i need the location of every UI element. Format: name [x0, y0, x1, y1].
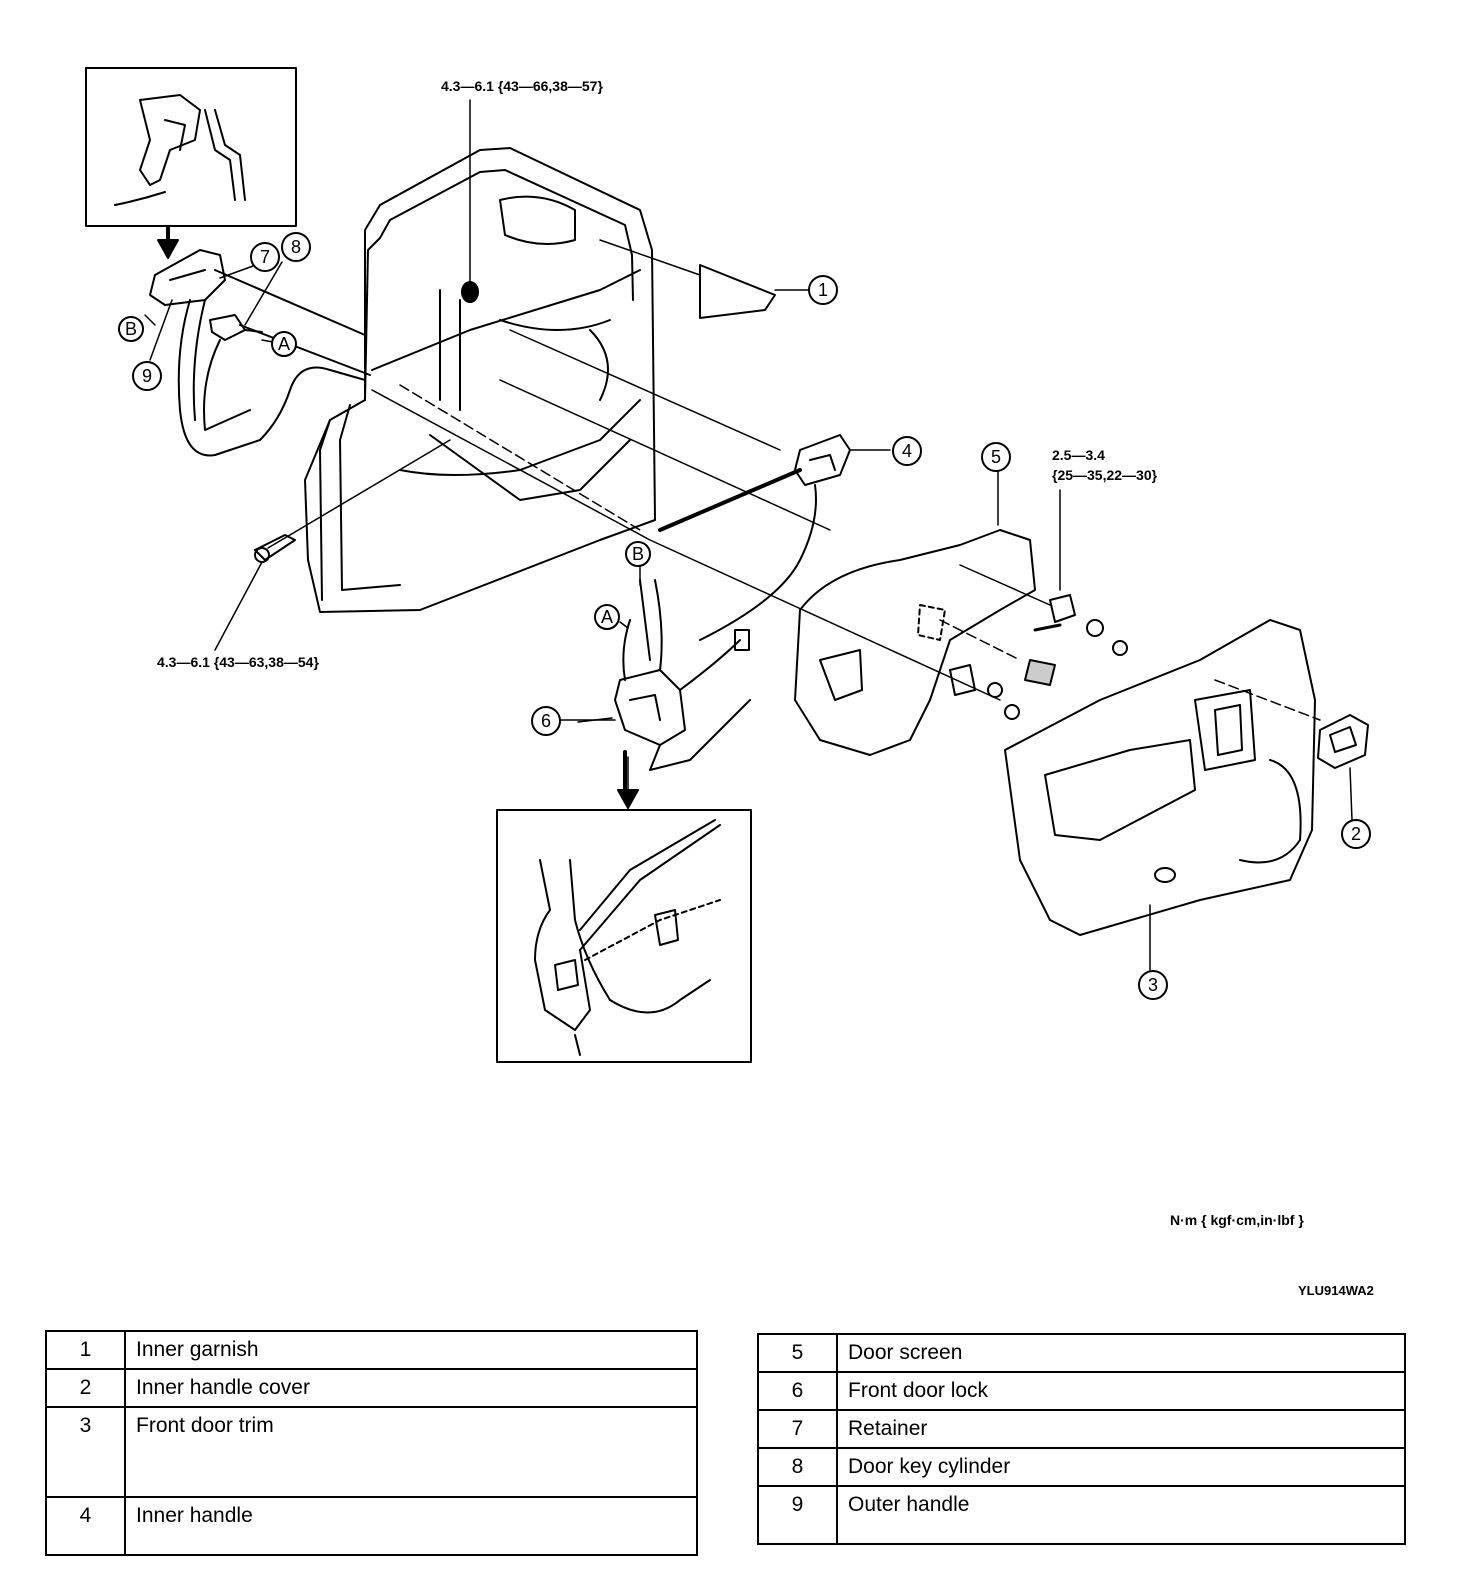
- callout-b-left-label: B: [125, 319, 137, 339]
- callout-5: [981, 442, 1011, 472]
- part-name: Retainer: [836, 1409, 1406, 1449]
- part-number: 6: [757, 1371, 838, 1411]
- part-number: 5: [757, 1333, 838, 1373]
- assembly-guide-lines: [267, 239, 1321, 721]
- unit-note: N·m { kgf·cm,in·lbf }: [1170, 1212, 1304, 1228]
- table-row: 3 Front door trim: [45, 1406, 698, 1498]
- part-name: Door key cylinder: [836, 1447, 1406, 1487]
- exploded-door-diagram: 1 2 3 4 5 6 7 8 9 A A B B 4.3—6.1 {43—66…: [85, 67, 1371, 1063]
- callout-7: [250, 242, 280, 272]
- callout-a-bottom-label: A: [601, 607, 613, 627]
- callout-9-label: 9: [142, 366, 152, 386]
- callout-9: [132, 361, 162, 391]
- callout-3-label: 3: [1148, 975, 1158, 995]
- table-row: 8 Door key cylinder: [757, 1447, 1406, 1487]
- part-name: Inner handle: [124, 1496, 698, 1556]
- part-name: Front door trim: [124, 1406, 698, 1498]
- inset-door-lock: [157, 239, 752, 1063]
- callout-1-label: 1: [818, 280, 828, 300]
- part-name: Door screen: [836, 1333, 1406, 1373]
- door-lock-part: [559, 579, 751, 792]
- callout-b-left: [118, 316, 144, 342]
- callout-1: [808, 275, 838, 305]
- parts-table-right: 5 Door screen 6 Front door lock 7 Retain…: [757, 1333, 1406, 1545]
- part-name: Front door lock: [836, 1371, 1406, 1411]
- table-row: 4 Inner handle: [45, 1496, 698, 1556]
- callout-4-label: 4: [902, 441, 912, 461]
- part-number: 9: [757, 1485, 838, 1545]
- part-name: Outer handle: [836, 1485, 1406, 1545]
- torque-label-top: 4.3—6.1 {43—66,38—57}: [441, 78, 603, 94]
- figure-code: YLU914WA2: [1298, 1283, 1374, 1298]
- part-number: 8: [757, 1447, 838, 1487]
- callout-8: [281, 232, 311, 262]
- callout-6-label: 6: [541, 711, 551, 731]
- parts-table-left: 1 Inner garnish 2 Inner handle cover 3 F…: [45, 1330, 698, 1556]
- callout-4: [892, 436, 922, 466]
- callout-a-top: [271, 331, 297, 357]
- part-name: Inner handle cover: [124, 1368, 698, 1408]
- callout-b-lock-label: B: [632, 544, 644, 564]
- table-row: 1 Inner garnish: [45, 1330, 698, 1370]
- table-row: 9 Outer handle: [757, 1485, 1406, 1545]
- callout-7-label: 7: [260, 247, 270, 267]
- callout-2: [1341, 819, 1371, 849]
- part-number: 1: [45, 1330, 126, 1370]
- table-row: 7 Retainer: [757, 1409, 1406, 1449]
- front-door-trim-part: [1004, 619, 1316, 971]
- part-number: 3: [45, 1406, 126, 1498]
- torque-label-right-line2: {25—35,22—30}: [1052, 467, 1158, 483]
- callout-leaders: [144, 261, 641, 723]
- part-number: 4: [45, 1496, 126, 1556]
- callout-3: [1138, 970, 1168, 1000]
- inset-outer-handle: [85, 67, 297, 250]
- table-row: 2 Inner handle cover: [45, 1368, 698, 1408]
- bolt-bottom-left: [214, 534, 296, 651]
- inner-handle-cover-part: [1317, 714, 1369, 821]
- table-row: 6 Front door lock: [757, 1371, 1406, 1411]
- callout-2-label: 2: [1351, 824, 1361, 844]
- inner-handle-part: [658, 434, 891, 641]
- part-number: 7: [757, 1409, 838, 1449]
- fasteners-right: [949, 489, 1128, 720]
- callout-8-label: 8: [291, 237, 301, 257]
- inner-garnish-part: [699, 264, 811, 319]
- callout-5-label: 5: [991, 447, 1001, 467]
- callout-a-bottom: [594, 604, 620, 630]
- torque-label-left-bottom: 4.3—6.1 {43—63,38—54}: [157, 654, 319, 670]
- torque-label-right-line1: 2.5—3.4: [1052, 447, 1105, 463]
- door-frame: [304, 147, 656, 613]
- door-screen-part: [794, 469, 1036, 756]
- outer-handle-assembly: [149, 249, 371, 457]
- callout-a-top-label: A: [278, 334, 290, 354]
- bolt-top: [461, 99, 479, 303]
- part-name: Inner garnish: [124, 1330, 698, 1370]
- callout-6: [531, 706, 561, 736]
- table-row: 5 Door screen: [757, 1333, 1406, 1373]
- callout-b-lock: [625, 541, 651, 567]
- part-number: 2: [45, 1368, 126, 1408]
